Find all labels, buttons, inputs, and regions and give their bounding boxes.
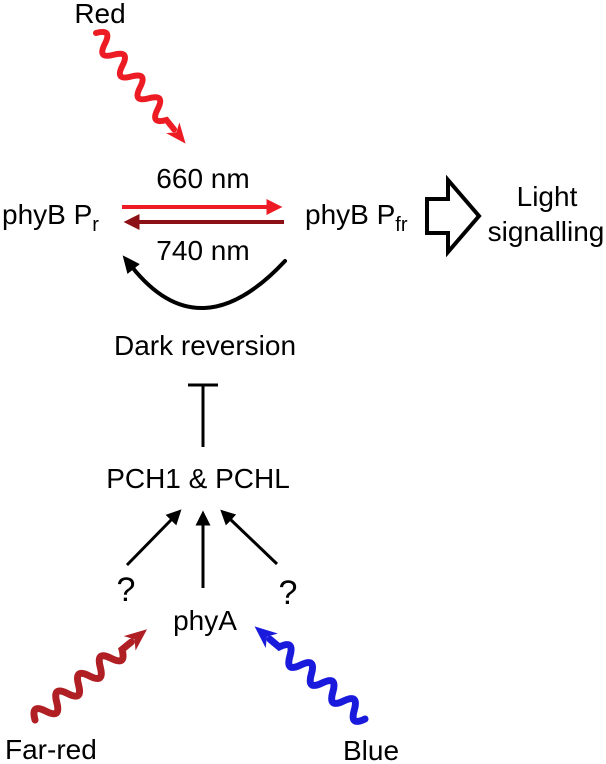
dark-reversion-curved-arrow xyxy=(122,255,287,311)
phyb-pr-label: phyB Pr xyxy=(2,199,99,236)
unknown-left-to-pch-arrow xyxy=(125,509,182,567)
far-red-wavy-arrow xyxy=(30,629,148,724)
unknown-right-to-pch-arrow xyxy=(220,509,279,566)
phyb-pr-main: phyB P xyxy=(2,199,92,230)
pch1-pchl-label: PCH1 & PCHL xyxy=(106,463,290,494)
phyb-pfr-main: phyB P xyxy=(305,199,395,230)
far-red-label: Far-red xyxy=(5,734,97,764)
red-light-wavy-arrow xyxy=(93,28,186,144)
phya-label: phyA xyxy=(173,605,237,636)
wavelength-740-label: 740 nm xyxy=(156,235,249,266)
question-mark-right: ? xyxy=(279,574,298,612)
blue-wavy-arrow xyxy=(254,626,369,725)
inhibition-tbar-icon xyxy=(188,383,218,447)
dark-reversion-label: Dark reversion xyxy=(114,330,296,361)
wavelength-660-label: 660 nm xyxy=(156,163,249,194)
phyb-pfr-subscript: fr xyxy=(395,214,408,236)
light-signalling-label-line1: Light xyxy=(517,181,578,212)
phyb-pr-subscript: r xyxy=(92,214,99,236)
question-mark-left: ? xyxy=(117,571,136,609)
light-signalling-block-arrow-icon xyxy=(425,174,482,258)
phyb-pfr-label: phyB Pfr xyxy=(305,199,408,236)
light-signalling-label-line2: signalling xyxy=(488,216,605,247)
red-light-label: Red xyxy=(74,0,125,29)
blue-label: Blue xyxy=(343,735,399,764)
